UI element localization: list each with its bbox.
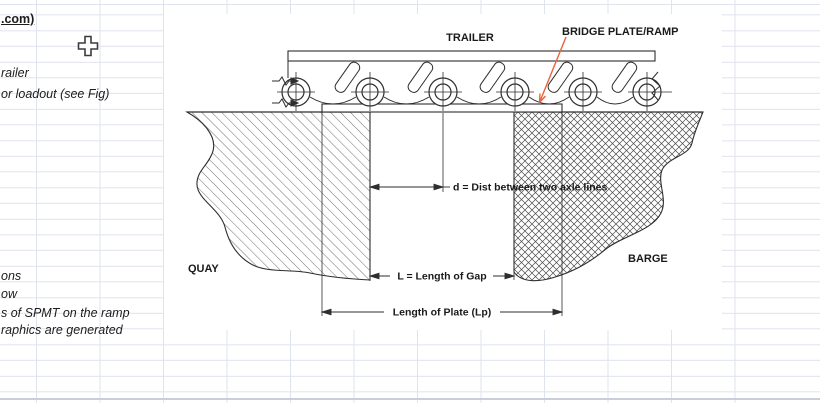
plus-cursor-icon [77, 35, 99, 57]
note-fragment-ons: ons [1, 269, 22, 283]
note-fragment-spmt: s of SPMT on the ramp [1, 306, 130, 320]
window-bottom-edge [0, 397, 820, 400]
barge-label: BARGE [628, 253, 668, 265]
break-marks [272, 71, 661, 108]
dimension-plate [320, 308, 564, 316]
loadout-diagram[interactable]: d = Dist between two axle lines L = Leng… [164, 14, 722, 330]
bridge-plate-leader-arrow [538, 36, 567, 103]
note-fragment-loadout: or loadout (see Fig) [1, 87, 110, 101]
gridline-top [0, 3, 820, 5]
wheel-centerlines [277, 72, 672, 111]
dimension-plate-label: Length of Plate (Lp) [393, 307, 492, 319]
loadout-diagram-svg: d = Dist between two axle lines L = Leng… [184, 26, 704, 319]
dimension-gap [368, 272, 516, 280]
bridge-plate-label: BRIDGE PLATE/RAMP [562, 26, 679, 38]
note-link-fragment[interactable]: .com) [1, 12, 35, 26]
trailer-skirt [309, 96, 634, 105]
trailer-label: TRAILER [446, 32, 494, 44]
trailer-beam [287, 50, 656, 62]
suspension-arms [334, 61, 638, 93]
note-fragment-graphics: raphics are generated [1, 323, 123, 337]
quay-shape [184, 111, 371, 281]
note-fragment-trailer: railer [1, 66, 29, 80]
excel-cell-cursor [77, 35, 99, 62]
dimension-gap-label: L = Length of Gap [397, 271, 486, 283]
note-fragment-ow: ow [1, 287, 17, 301]
dimension-axle-distance [368, 183, 450, 191]
quay-label: QUAY [188, 263, 219, 275]
barge-shape [513, 111, 704, 282]
extension-lines [321, 104, 563, 316]
dimension-axle-label: d = Dist between two axle lines [453, 182, 607, 194]
